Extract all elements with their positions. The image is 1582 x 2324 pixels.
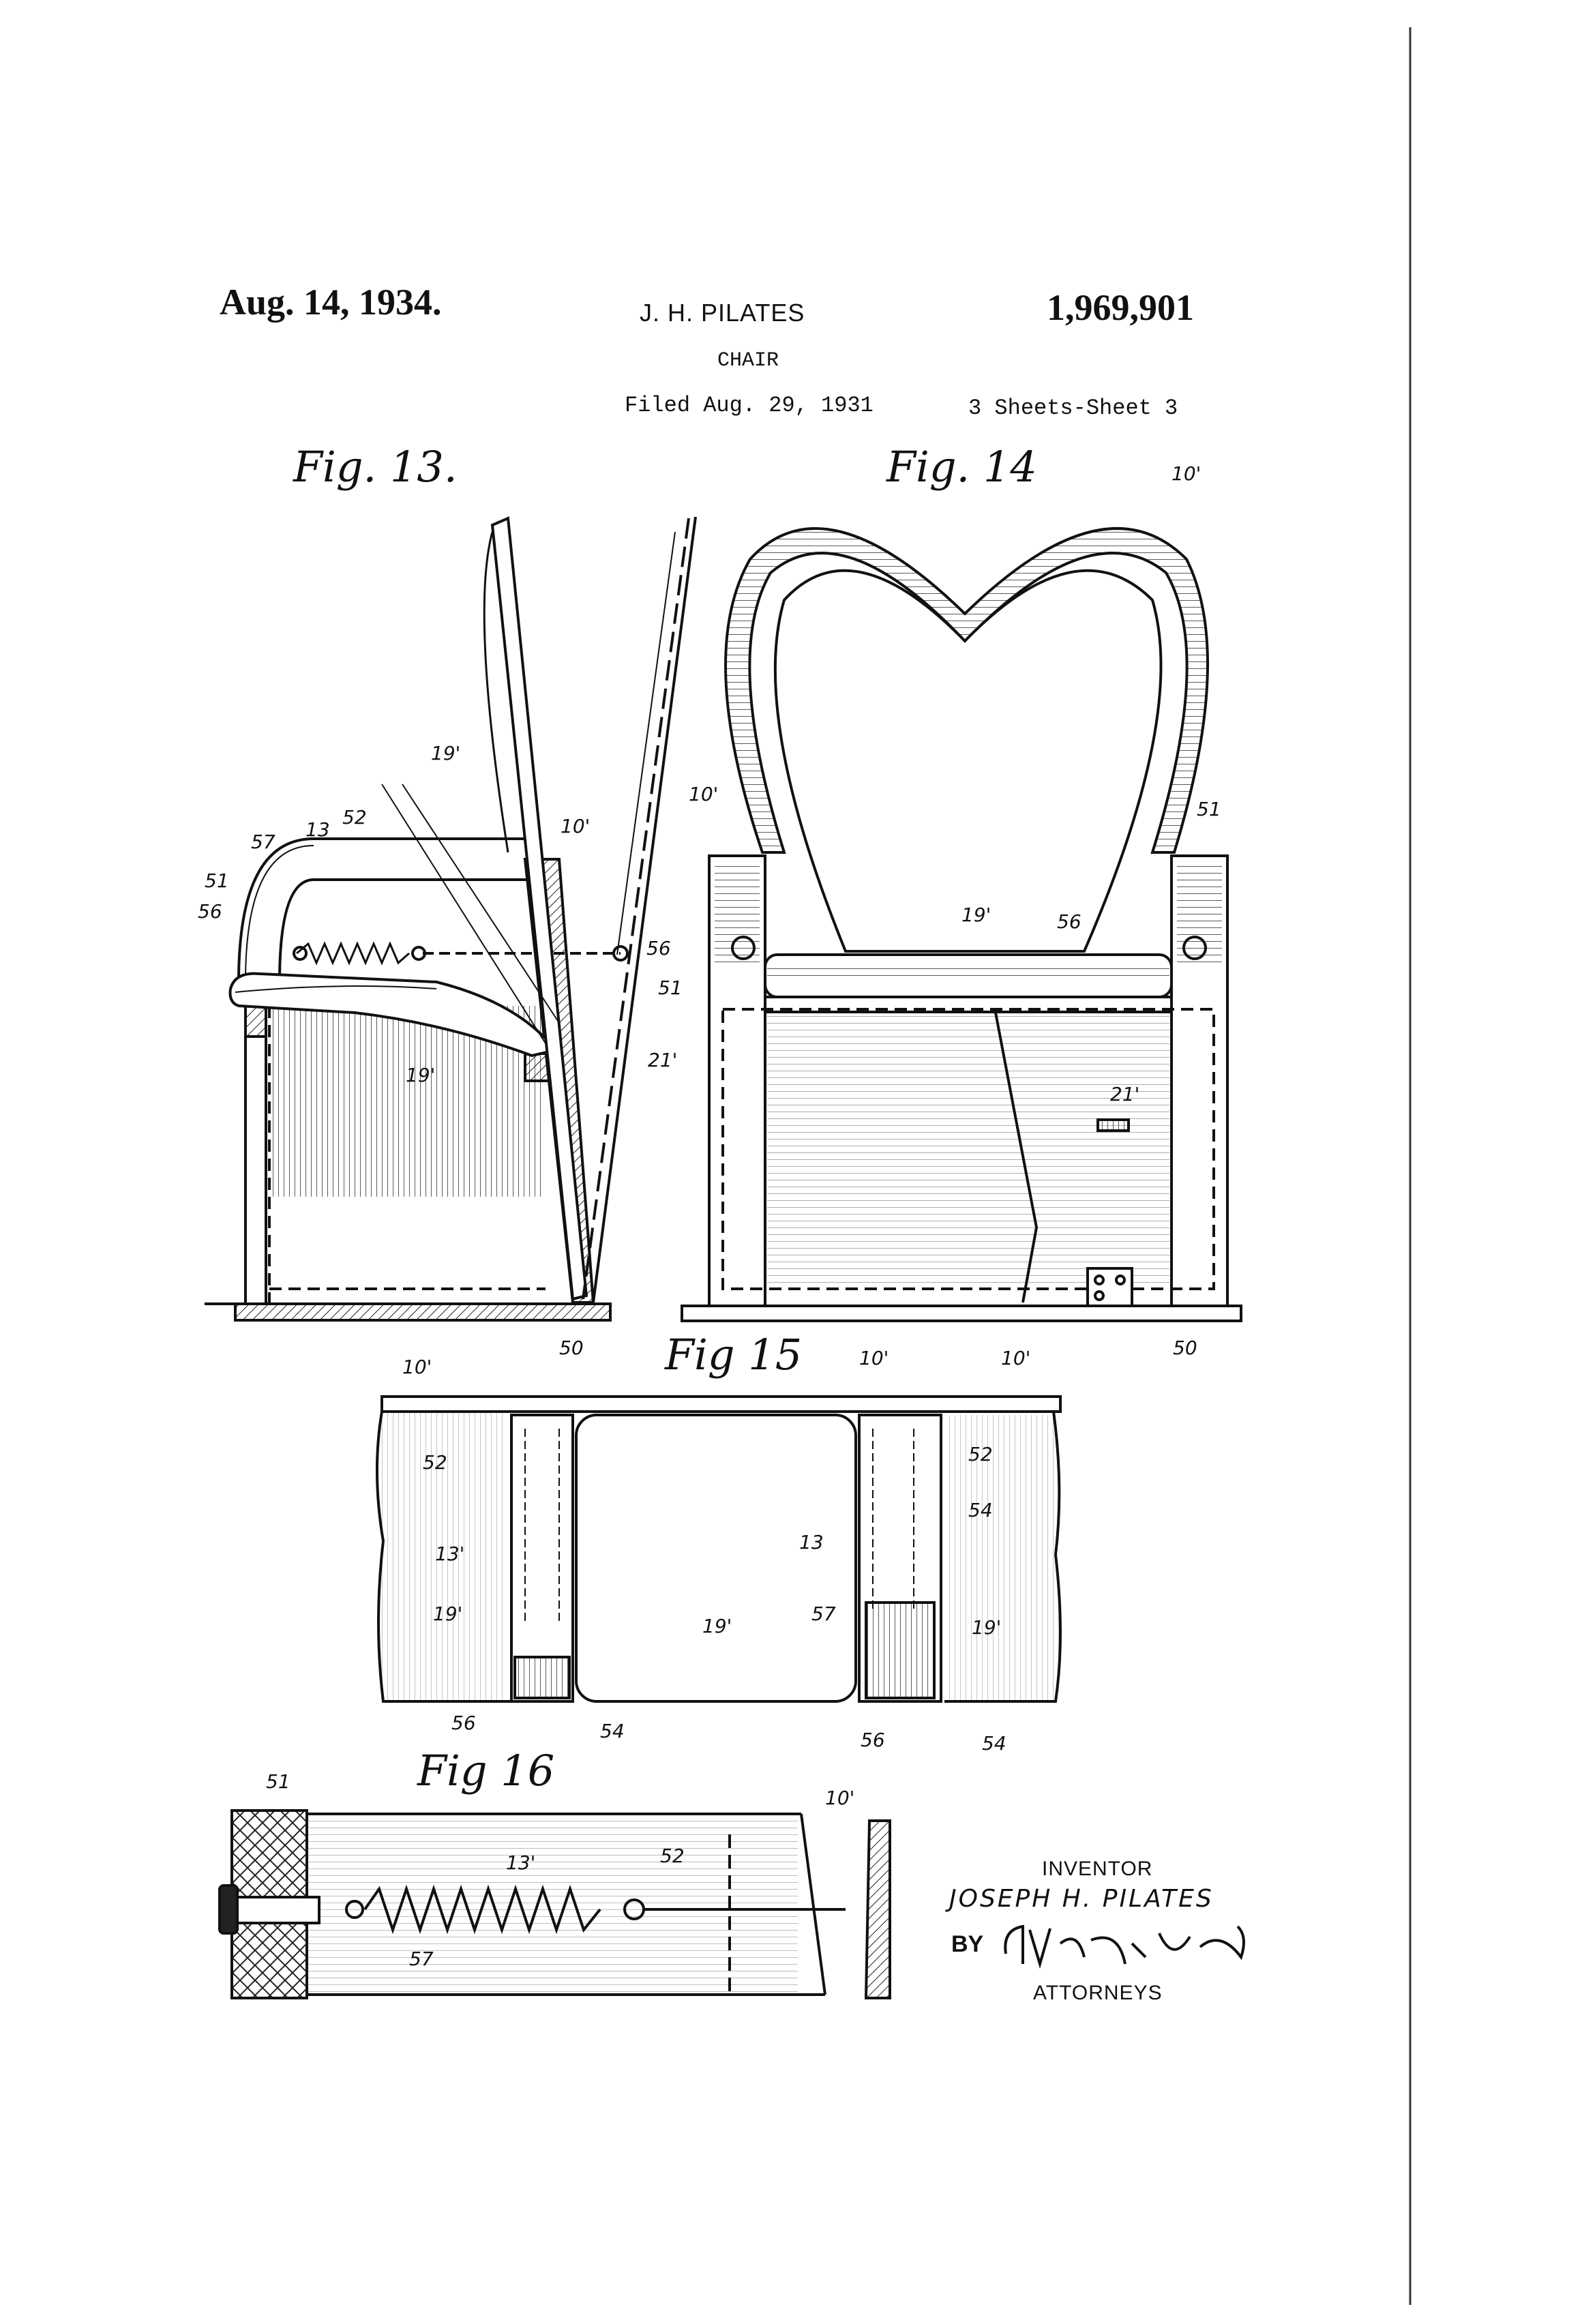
ref-57-fig15: 57 [811,1603,836,1625]
sheet-count: 3 Sheets-Sheet 3 [968,396,1178,421]
inventor-short-name: J. H. PILATES [640,299,805,327]
attorneys-label: ATTORNEYS [1033,1982,1163,2004]
ref-52-fig16: 52 [660,1845,685,1867]
attorney-signature [1004,1924,1245,1969]
ref-10-c-fig15: 10' [1001,1347,1031,1369]
ref-13-right-fig15: 13 [799,1531,824,1553]
ref-21-fig13: 21' [648,1049,678,1071]
ref-10-a-fig15: 10' [402,1356,432,1378]
ref-57-fig16: 57 [409,1948,434,1970]
ref-54-left-fig15: 54 [600,1720,625,1742]
ref-51-fig16: 51 [266,1770,290,1793]
ref-56-left-fig15: 56 [451,1712,476,1734]
ref-51-fig13: 51 [205,869,229,892]
ref-13-left-fig15: 13' [435,1543,465,1565]
inventor-label: INVENTOR [1042,1858,1153,1880]
ref-10-fig13: 10' [561,815,591,837]
ref-19-left-fig15: 19' [433,1603,463,1625]
ref-19-seat-fig13: 19' [406,1064,436,1086]
fig13-drawing [205,516,697,1322]
fig13-label: Fig. 13. [293,442,458,492]
ref-57-fig13: 57 [251,831,275,853]
ref-51-right-fig14: 51 [1197,798,1221,820]
ref-19-fig13: 19' [431,742,461,764]
fig14-drawing [681,527,1242,1322]
ref-10-b-fig15: 10' [859,1347,889,1369]
patent-number: 1,969,901 [1047,287,1194,328]
ref-56-fig13: 56 [198,900,222,923]
patent-title: CHAIR [717,349,779,372]
by-label: BY [951,1931,984,1957]
ref-54-top-fig15: 54 [968,1499,993,1521]
ref-50-fig13: 50 [559,1337,584,1359]
filed-date: Filed Aug. 29, 1931 [625,393,874,418]
fig15-drawing [376,1395,1062,1703]
ref-50-fig14: 50 [1173,1337,1197,1359]
ref-51-left-fig14: 51 [658,977,683,999]
ref-54-right-fig15: 54 [982,1732,1006,1755]
ref-13-fig16: 13' [506,1851,536,1874]
ref-19-fig14: 19' [961,904,991,926]
inventor-name: JOSEPH H. PILATES [949,1885,1214,1913]
ref-56-left-fig14: 56 [646,937,671,959]
ref-21-fig14: 21' [1110,1083,1140,1105]
ref-56-right-fig14: 56 [1057,910,1081,933]
fig16-drawing [218,1809,891,1999]
ref-13-fig13: 13 [305,818,330,841]
ref-10-fig14: 10' [1171,462,1202,485]
patent-date: Aug. 14, 1934. [220,282,442,323]
ref-19-right-fig15: 19' [972,1616,1002,1639]
ref-52-fig13: 52 [342,806,367,829]
ref-56-right-fig15: 56 [861,1729,885,1751]
fig15-label: Fig 15 [665,1330,803,1380]
fig14-label: Fig. 14 [886,442,1037,492]
ref-10-dashed-fig13: 10' [689,783,719,805]
fig16-label: Fig 16 [417,1746,555,1796]
ref-52-right-fig15: 52 [968,1443,993,1465]
ref-19-center-fig15: 19' [702,1615,732,1637]
ref-52-left-fig15: 52 [423,1451,447,1474]
ref-10-fig16: 10' [825,1787,855,1809]
